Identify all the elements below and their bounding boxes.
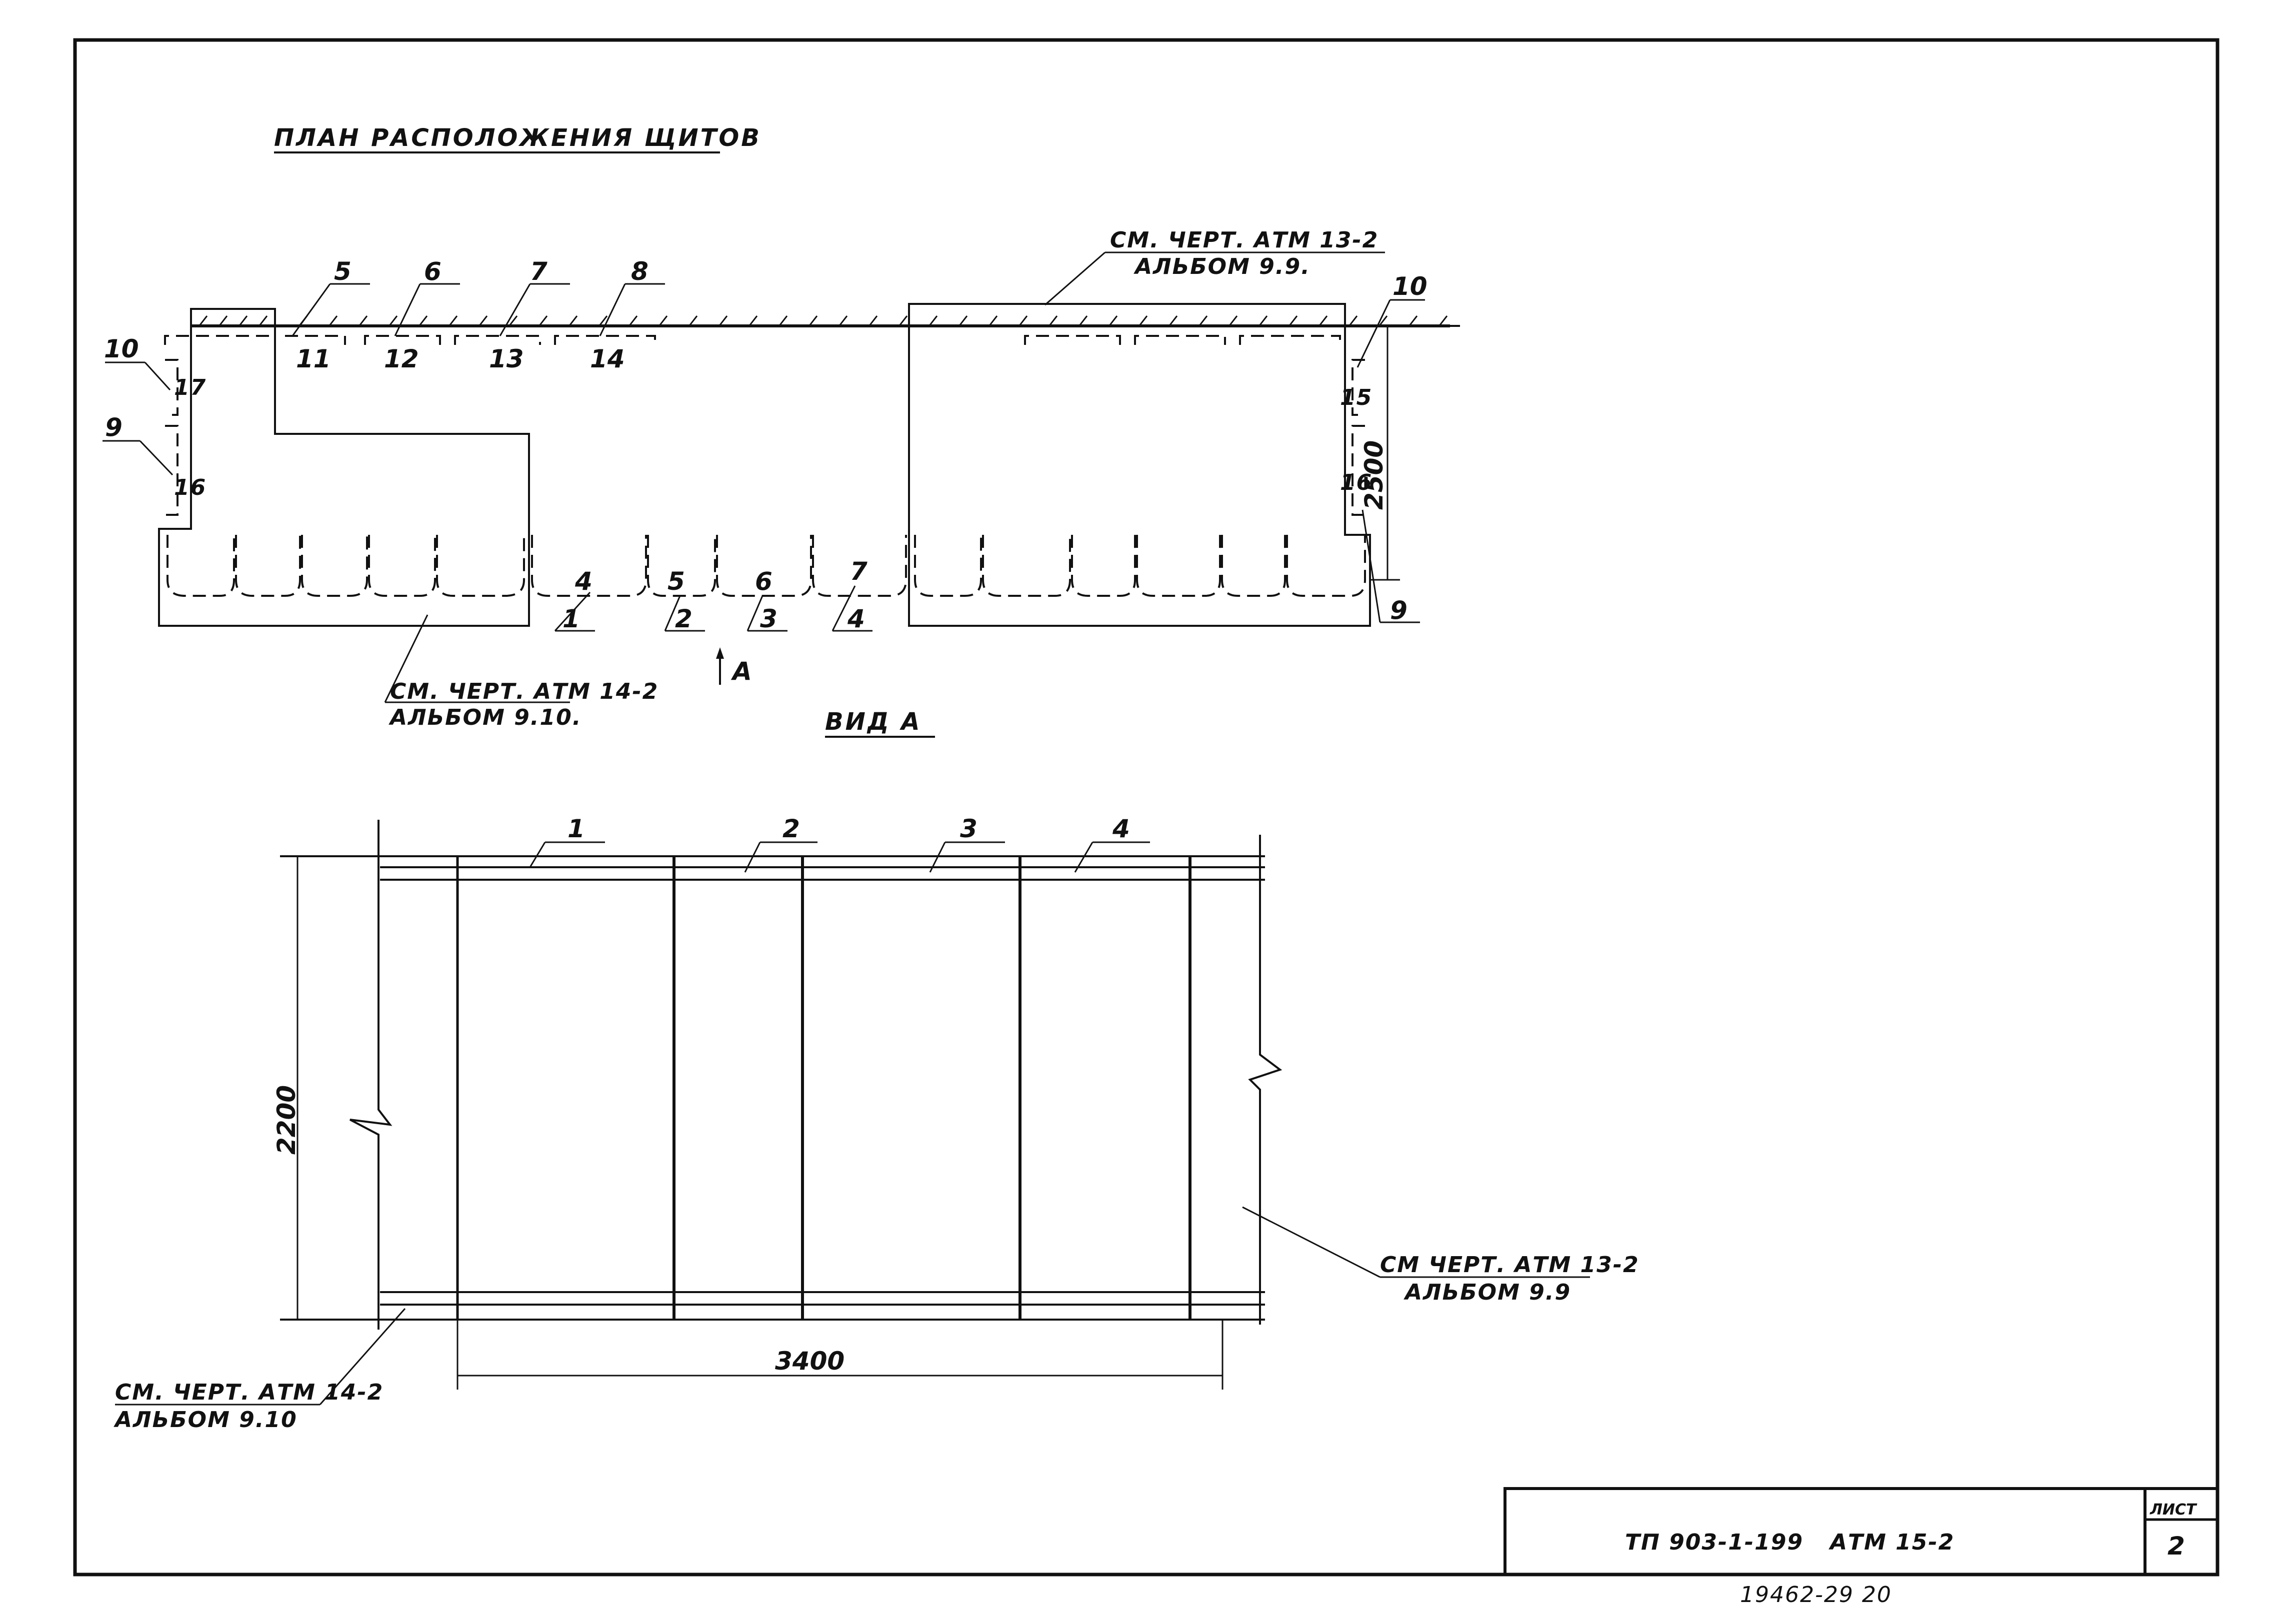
title-block-sheet-number: 2 [2168,1532,2185,1561]
view-callout-4: 4 [1074,814,1150,873]
view-break-right [1248,835,1282,1325]
svg-text:1: 1 [562,604,580,633]
svg-text:2: 2 [675,604,692,633]
svg-text:6: 6 [424,257,442,286]
view-callout-2: 2 [744,814,818,873]
svg-text:А: А [730,657,752,686]
svg-text:2: 2 [782,814,800,843]
svg-text:5: 5 [668,567,685,596]
svg-text:9: 9 [105,413,122,442]
plan-label-17: 17 [174,375,206,400]
plan-callout-left-9: 9 [102,413,174,476]
plan-callout-top-5: 5 [292,257,370,336]
svg-text:5: 5 [334,257,352,286]
plan-callout-bottom-4: 4 1 [554,567,595,633]
view-dimension-3400: 3400 [456,1320,1224,1390]
svg-text:2200: 2200 [272,1085,301,1155]
plan-label-14: 14 [590,344,625,373]
svg-text:10: 10 [1392,272,1428,301]
svg-text:4: 4 [847,604,865,633]
title-block: ТП 903-1-199 АТМ 15-2 ЛИСТ 2 19462-29 20 [1504,1487,2219,1608]
svg-text:2500: 2500 [1360,440,1388,510]
plan-label-16-right: 16 [1340,470,1372,495]
svg-text:АЛЬБОМ 9.10: АЛЬБОМ 9.10 [114,1407,298,1433]
svg-text:СМ. ЧЕРТ. АТМ 14-2: СМ. ЧЕРТ. АТМ 14-2 [390,679,658,704]
title-block-sheet-code: АТМ 15-2 [1828,1530,1954,1555]
plan-callout-left-10: 10 [104,334,171,391]
svg-text:4: 4 [574,567,592,596]
view-a: ВИД А 1 2 3 [114,708,1640,1433]
view-reference-right: СМ ЧЕРТ. АТМ 13-2 АЛЬБОМ 9.9 [1242,1206,1640,1305]
view-reference-left: СМ. ЧЕРТ. АТМ 14-2 АЛЬБОМ 9.10 [114,1308,406,1433]
svg-text:8: 8 [631,257,648,286]
svg-text:СМ. ЧЕРТ. АТМ 14-2: СМ. ЧЕРТ. АТМ 14-2 [115,1380,384,1405]
svg-text:СМ. ЧЕРТ. АТМ 13-2: СМ. ЧЕРТ. АТМ 13-2 [1110,227,1378,253]
plan-callout-bottom-7: 7 4 [832,557,872,633]
plan-label-13: 13 [489,344,524,373]
svg-text:АЛЬБОМ 9.9: АЛЬБОМ 9.9 [1404,1280,1571,1305]
svg-text:4: 4 [1112,814,1130,843]
svg-text:АЛЬБОМ 9.10.: АЛЬБОМ 9.10. [388,705,582,730]
svg-text:1: 1 [568,814,585,843]
plan-callout-top-7: 7 [499,257,570,336]
plan-label-16-left: 16 [174,475,206,500]
plan-callout-bottom-6: 6 3 [746,567,788,633]
svg-text:10: 10 [104,334,139,363]
svg-text:3: 3 [760,604,778,633]
svg-text:3: 3 [960,814,978,843]
plan-callout-top-6: 6 [394,257,460,336]
plan-panels-side-right [1352,359,1365,516]
plan-view-arrow-a: А [716,647,752,686]
plan-panels-bottom-row [166,535,1366,597]
svg-text:6: 6 [755,567,772,596]
plan-view: ПЛАН РАСПОЛОЖЕНИЯ ЩИТОВ [102,124,1460,730]
sheet-frame [73,38,2220,1577]
plan-title: ПЛАН РАСПОЛОЖЕНИЯ ЩИТОВ [274,124,762,152]
plan-right-platform [908,303,1371,627]
view-callout-3: 3 [929,814,1005,873]
plan-label-12: 12 [384,344,419,373]
title-block-designation: ТП 903-1-199 [1625,1530,1804,1555]
archive-number: 19462-29 20 [1740,1582,1892,1608]
plan-panels-upper-left [164,335,656,345]
svg-text:3400: 3400 [775,1347,844,1376]
plan-callout-bottom-5: 5 2 [664,567,705,633]
plan-label-11: 11 [296,344,331,373]
plan-callout-top-8: 8 [599,257,665,336]
view-dimension-2200: 2200 [272,855,310,1321]
title-block-sheet-label: ЛИСТ [2150,1501,2198,1519]
plan-callout-right-9: 9 [1362,509,1420,625]
plan-panels-side-left [165,359,178,516]
svg-text:7: 7 [530,257,548,286]
plan-wall-hatching [199,315,1448,325]
view-break-left [350,820,392,1330]
svg-text:7: 7 [850,557,868,586]
svg-text:9: 9 [1390,596,1408,625]
plan-left-platform [158,308,530,627]
plan-label-15-right: 15 [1340,385,1372,410]
plan-callout-right-10: 10 [1356,272,1428,368]
plan-reference-top: СМ. ЧЕРТ. АТМ 13-2 АЛЬБОМ 9.9. [1044,227,1385,306]
plan-panels-upper-right [1024,335,1341,345]
view-callout-1: 1 [529,814,605,868]
view-a-title: ВИД А [825,708,922,736]
svg-text:АЛЬБОМ 9.9.: АЛЬБОМ 9.9. [1134,254,1310,279]
plan-dimension-2500: 2500 [1345,325,1400,581]
svg-text:СМ ЧЕРТ. АТМ 13-2: СМ ЧЕРТ. АТМ 13-2 [1380,1252,1640,1278]
plan-reference-bottom: СМ. ЧЕРТ. АТМ 14-2 АЛЬБОМ 9.10. [384,614,658,730]
